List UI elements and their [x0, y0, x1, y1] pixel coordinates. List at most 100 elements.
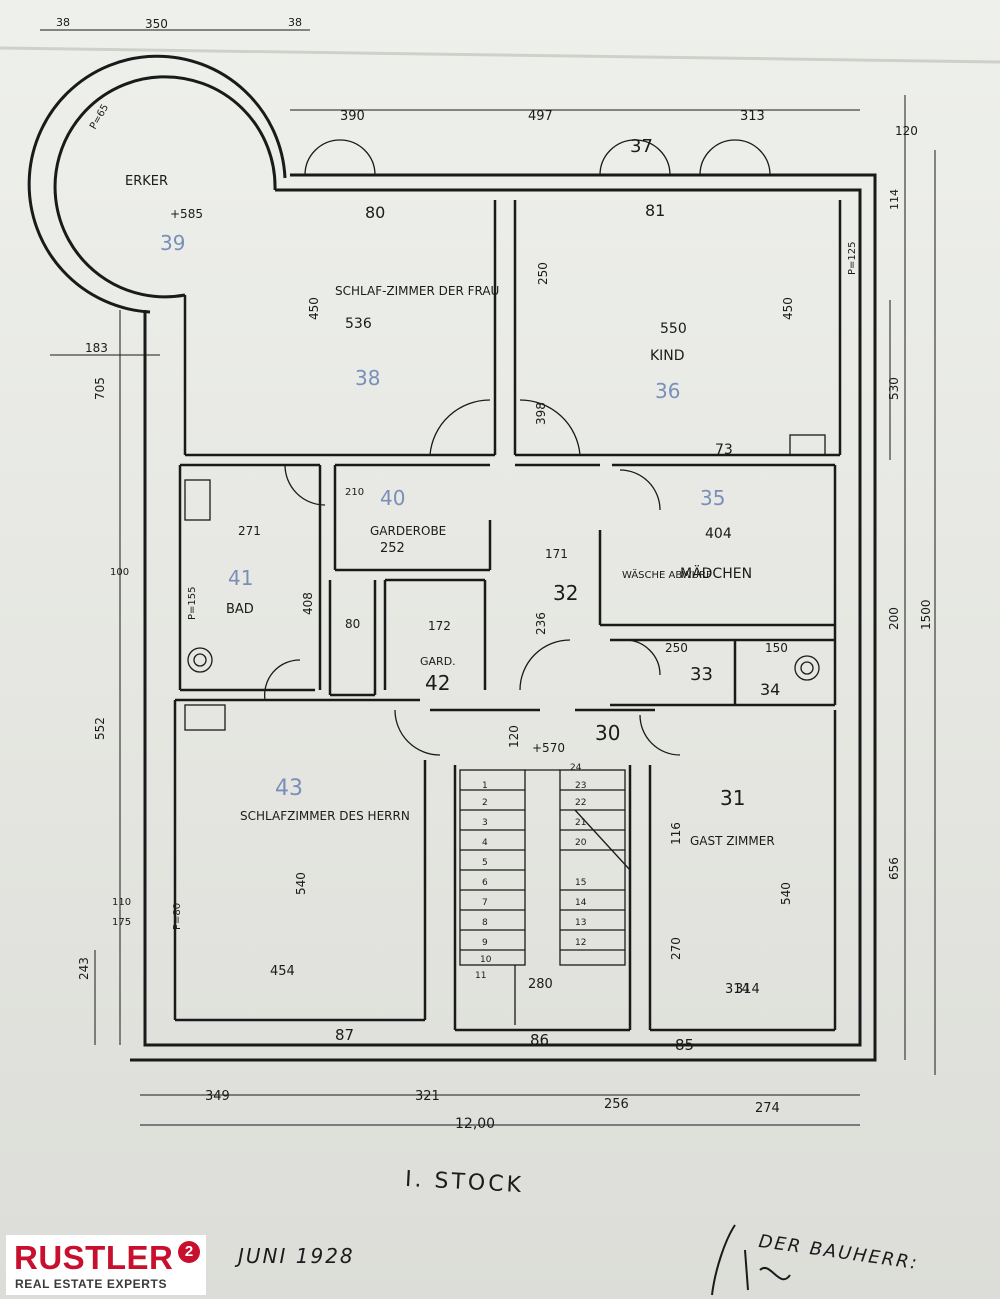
- dim-interior: 314: [735, 982, 760, 997]
- door-swings: [184, 139, 826, 756]
- stair-step: 14: [575, 898, 587, 908]
- room-extra-frau: 536: [345, 316, 372, 332]
- dim-top: 38: [56, 16, 70, 29]
- dim-bottom: 349: [205, 1089, 230, 1104]
- room-name-frau: SCHLAF-ZIMMER DER FRAU: [335, 284, 499, 298]
- dim-right: 530: [887, 377, 901, 400]
- window-number: 81: [645, 201, 665, 220]
- stair-step-numbers: 1 2 3 4 5 6 7 8 9 10 11 12 13 14 15 20 2…: [475, 763, 587, 981]
- room-number-waesche: 32: [553, 581, 578, 605]
- dim-interior: 280: [528, 977, 553, 992]
- dim-interior: 210: [345, 487, 364, 498]
- dim-interior: 236: [534, 612, 548, 635]
- paper-fold: [0, 46, 1000, 64]
- stair-step: 15: [575, 878, 586, 888]
- room-name-kind: KIND: [650, 348, 685, 364]
- dim-interior: 540: [779, 882, 793, 905]
- stair-step: 23: [575, 781, 586, 791]
- room-extra-34: 150: [765, 641, 788, 655]
- room-number-kind: 36: [655, 379, 680, 403]
- dim-interior: P=80: [172, 903, 183, 930]
- dimension-texts: 38 350 38 390 497 313 120 349 321 256 27…: [56, 16, 933, 1132]
- room-extra-herren: 454: [270, 964, 295, 979]
- brand-tagline: REAL ESTATE EXPERTS: [15, 1277, 168, 1291]
- room-name-erker: ERKER: [125, 174, 168, 189]
- room-number-maedchen: 35: [700, 486, 725, 510]
- room-extra-stiege: +570: [532, 741, 565, 755]
- interior-walls: [173, 200, 842, 1032]
- stair-step: 6: [482, 878, 488, 888]
- dim-right: 114: [888, 189, 901, 210]
- room-labels: ERKER 39 +585 SCHLAF-ZIMMER DER FRAU 38 …: [125, 174, 788, 997]
- room-number-stiege: 30: [595, 721, 620, 745]
- room-extra-maedchen: 404: [705, 526, 732, 542]
- stair-step: 22: [575, 798, 586, 808]
- drawing-date: JUNI 1928: [238, 1244, 355, 1268]
- room-number-herren: 43: [275, 776, 303, 801]
- brand-logo: RUSTLER 2 REAL ESTATE EXPERTS: [6, 1235, 206, 1295]
- dim-bottom: 256: [604, 1097, 629, 1112]
- dim-interior: 408: [301, 592, 315, 615]
- dimension-lines: [40, 29, 936, 1126]
- stair-step: 24: [570, 763, 582, 773]
- room-extra-gast: 314: [725, 982, 750, 997]
- dim-interior: P=125: [847, 242, 858, 276]
- room-extra-erker: +585: [170, 207, 203, 221]
- window-number: 85: [675, 1036, 694, 1054]
- stair-step: 4: [482, 838, 488, 848]
- dim-right: 200: [887, 607, 901, 630]
- dim-interior: 175: [112, 917, 131, 928]
- stair-step: 3: [482, 818, 488, 828]
- dim-interior: 398: [534, 402, 548, 425]
- room-number-garderobe: 40: [380, 486, 405, 510]
- room-name-garderobe: GARDEROBE: [370, 524, 446, 538]
- window-number: 87: [335, 1026, 354, 1044]
- room-number-33: 33: [690, 664, 713, 685]
- dim-top: 497: [528, 109, 553, 124]
- window-number: 73: [715, 442, 733, 458]
- stair-step: 2: [482, 798, 488, 808]
- room-name-waesche: WÄSCHE ABWURF: [622, 568, 712, 581]
- dim-overall-width: 12,00: [455, 1116, 495, 1132]
- room-name-gast: GAST ZIMMER: [690, 834, 775, 848]
- stair-step: 8: [482, 918, 488, 928]
- dim-interior: 120: [507, 725, 521, 748]
- dim-interior: 270: [669, 937, 683, 960]
- window-numbers: 37 80 81 87 86 85 73: [335, 136, 733, 1054]
- dim-top: 313: [740, 109, 765, 124]
- room-number-34: 34: [760, 680, 780, 699]
- dim-interior: P=155: [187, 587, 198, 621]
- dim-interior: 250: [536, 262, 550, 285]
- dim-interior: 540: [294, 872, 308, 895]
- dim-interior: 116: [669, 822, 683, 845]
- stair-step: 11: [475, 971, 486, 981]
- stair-step: 13: [575, 918, 586, 928]
- dim-left: 705: [93, 377, 107, 400]
- window-number: 86: [530, 1031, 549, 1049]
- room-extra-garderobe: 252: [380, 541, 405, 556]
- stair-step: 20: [575, 838, 587, 848]
- dim-left: 183: [85, 341, 108, 355]
- dim-top: 350: [145, 17, 168, 31]
- dim-interior: 171: [545, 547, 568, 561]
- room-number-bad: 41: [228, 566, 253, 590]
- dim-right: 656: [887, 857, 901, 880]
- stair-step: 1: [482, 781, 488, 791]
- room-name-gard: GARD.: [420, 655, 456, 668]
- dim-interior: 450: [307, 297, 321, 320]
- dim-left: 243: [77, 957, 91, 980]
- dim-left: 552: [93, 717, 107, 740]
- window-number: 37: [630, 136, 653, 157]
- dim-bottom: 321: [415, 1089, 440, 1104]
- room-name-bad: BAD: [226, 602, 254, 617]
- room-name-herren: SCHLAFZIMMER DES HERRN: [240, 809, 410, 823]
- dim-interior: 450: [781, 297, 795, 320]
- room-extra-33: 250: [665, 641, 688, 655]
- dim-right: 1500: [919, 599, 933, 630]
- outer-walls: [27, 54, 877, 1062]
- dim-top: 390: [340, 109, 365, 124]
- dim-interior: 110: [112, 897, 131, 908]
- dim-interior: 100: [110, 567, 129, 578]
